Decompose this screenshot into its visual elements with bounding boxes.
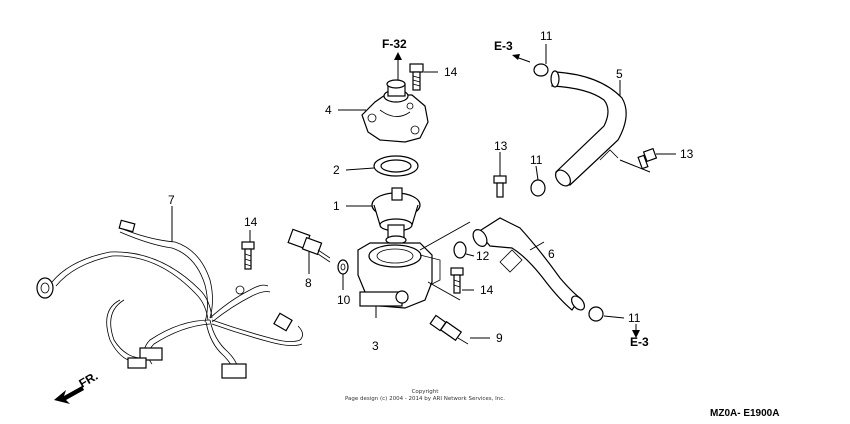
sensor-plug bbox=[429, 314, 469, 345]
callout-7: 7 bbox=[168, 193, 175, 207]
down-arrow-icon bbox=[632, 324, 640, 338]
ring-12 bbox=[453, 241, 467, 259]
callout-3: 3 bbox=[372, 339, 379, 353]
callout-4: 4 bbox=[325, 103, 332, 117]
callout-6: 6 bbox=[548, 247, 555, 261]
callout-2: 2 bbox=[333, 163, 340, 177]
front-arrow-icon bbox=[54, 386, 84, 404]
copyright-line-1: Copyright bbox=[412, 389, 440, 395]
lower-pipe bbox=[472, 217, 586, 311]
left-arrow-icon bbox=[512, 54, 531, 63]
bolt-14-top bbox=[409, 63, 424, 91]
callout-11-bottom: 11 bbox=[628, 311, 641, 325]
callout-10: 10 bbox=[337, 293, 351, 307]
callout-13-right: 13 bbox=[680, 147, 694, 161]
thermostat-cover bbox=[361, 79, 429, 143]
ring-11-top bbox=[533, 63, 549, 77]
callout-11-top: 11 bbox=[540, 29, 553, 43]
callout-14-left: 14 bbox=[244, 215, 258, 229]
callout-11-mid: 11 bbox=[530, 153, 543, 167]
diagram-code: MZ0A- E1900A bbox=[710, 408, 779, 419]
bolt-13-right bbox=[637, 147, 658, 170]
ring-11-mid bbox=[530, 179, 546, 197]
callout-12: 12 bbox=[476, 249, 490, 263]
callout-14-top: 14 bbox=[444, 65, 458, 79]
ring-11-bottom bbox=[588, 306, 604, 322]
bolt-14-left bbox=[241, 241, 255, 270]
thermostat-housing bbox=[357, 242, 441, 309]
up-arrow-icon bbox=[394, 52, 402, 84]
callout-8: 8 bbox=[305, 276, 312, 290]
copyright-line-2: Page design (c) 2004 - 2014 by ARI Netwo… bbox=[345, 396, 505, 402]
callout-14-right: 14 bbox=[480, 283, 494, 297]
callout-9: 9 bbox=[496, 331, 503, 345]
callout-13-left: 13 bbox=[494, 139, 508, 153]
bolt-14-right bbox=[450, 267, 464, 294]
ref-f32-label: F-32 bbox=[382, 37, 407, 51]
seal-ring bbox=[373, 155, 419, 177]
wire-harness bbox=[36, 219, 303, 379]
callout-5: 5 bbox=[616, 67, 623, 81]
callout-1: 1 bbox=[333, 199, 340, 213]
washer-10 bbox=[337, 259, 349, 275]
ref-e3-bottom: E-3 bbox=[630, 335, 649, 349]
thermostat bbox=[371, 187, 421, 245]
temperature-sensor bbox=[287, 228, 331, 263]
ref-e3-top: E-3 bbox=[494, 39, 513, 53]
upper-hose bbox=[550, 70, 627, 187]
leader-lines bbox=[171, 44, 676, 339]
bolt-13-left bbox=[493, 175, 507, 198]
